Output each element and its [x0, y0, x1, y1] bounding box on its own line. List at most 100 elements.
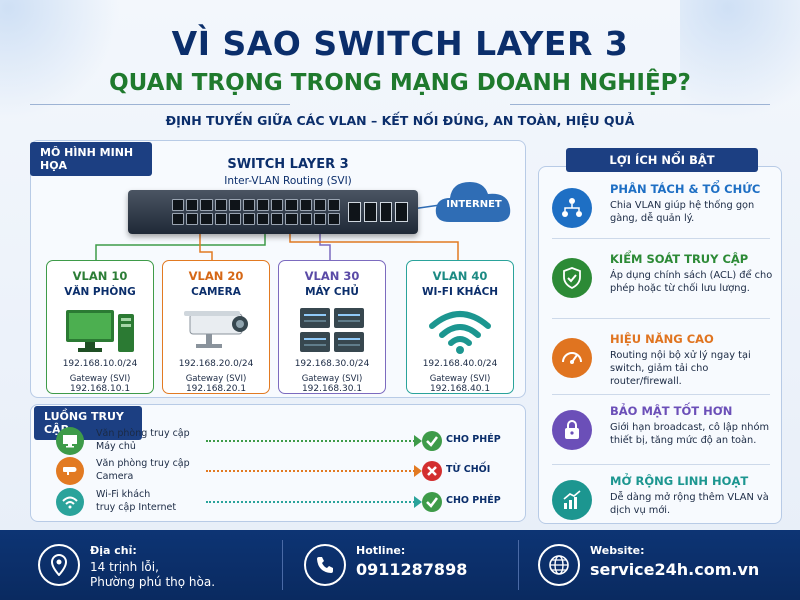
vlan-name: VLAN 10 [72, 269, 128, 283]
flow-line [206, 440, 418, 442]
vlan-role: WI-FI KHÁCH [421, 286, 499, 298]
divider [552, 394, 770, 395]
page-title-line2: QUAN TRỌNG TRONG MẠNG DOANH NGHIỆP? [109, 70, 691, 96]
website-value[interactable]: service24h.com.vn [590, 560, 760, 579]
cloud-icon [435, 182, 511, 222]
hotline-label: Hotline: [356, 544, 406, 557]
switch-subtitle: Inter-VLAN Routing (SVI) [224, 175, 352, 187]
arrow-icon [414, 465, 422, 477]
location-icon [38, 544, 80, 586]
arrow-icon [414, 496, 422, 508]
vlan-name: VLAN 40 [432, 269, 488, 283]
vlan-subnet: 192.168.20.0/24 [178, 359, 254, 369]
hotline-value[interactable]: 0911287898 [356, 560, 468, 579]
flow-line [206, 470, 418, 472]
vlan-subnet: 192.168.40.0/24 [422, 359, 498, 369]
footer [0, 530, 800, 600]
divider [282, 540, 283, 590]
address-value: 14 trịnh lỗi,Phường phú thọ hòa. [90, 560, 216, 589]
footer-address: Địa chỉ: 14 trịnh lỗi,Phường phú thọ hòa… [38, 530, 258, 600]
divider [510, 104, 770, 105]
benefit-desc: Routing nội bộ xử lý ngay tại switch, gi… [610, 350, 751, 387]
benefit-desc: Áp dụng chính sách (ACL) để cho phép hoặ… [610, 270, 773, 294]
phone-icon [304, 544, 346, 586]
benefit-title: KIỂM SOÁT TRUY CẬP [610, 252, 749, 266]
switch-ports [172, 199, 340, 225]
vlan-gateway-label: Gateway (SVI) [185, 374, 247, 384]
benefit-desc: Dễ dàng mở rộng thêm VLAN và dịch vụ mới… [610, 492, 769, 516]
network-icon [552, 188, 592, 228]
deny-icon [422, 461, 442, 481]
connector-vlan10 [95, 232, 266, 262]
page-title: VÌ SAO SWITCH LAYER 3 [171, 24, 629, 63]
benefit-title: PHÂN TÁCH & TỔ CHỨC [610, 182, 761, 196]
vlan-gateway-ip: 192.168.10.1 [69, 384, 131, 394]
switch-sfp-ports [348, 202, 408, 222]
vlan-gateway-label: Gateway (SVI) [429, 374, 491, 384]
vlan-role: CAMERA [191, 286, 241, 298]
flow-status: CHO PHÉP [446, 495, 501, 506]
vlan-subnet: 192.168.30.0/24 [294, 359, 370, 369]
vlan-role: MÁY CHỦ [305, 286, 359, 298]
vlan-gateway-ip: 192.168.30.1 [301, 384, 363, 394]
flow-status: TỪ CHỐI [446, 464, 491, 475]
vlan-name: VLAN 20 [188, 269, 244, 283]
benefit-security: BẢO MẬT TỐT HƠN Giới hạn broadcast, cô l… [552, 404, 774, 470]
benefit-desc: Giới hạn broadcast, cô lập nhóm thiết bị… [610, 422, 769, 446]
divider [518, 540, 519, 590]
benefit-title: HIỆU NĂNG CAO [610, 332, 714, 346]
footer-hotline: Hotline: 0911287898 [304, 530, 504, 600]
vlan-subnet: 192.168.10.0/24 [62, 359, 138, 369]
divider [30, 104, 290, 105]
lock-icon [552, 410, 592, 450]
benefit-desc: Chia VLAN giúp hệ thống gọn gàng, dễ quả… [610, 200, 755, 224]
switch-device [128, 190, 418, 234]
divider [552, 238, 770, 239]
vlan-card-office: VLAN 10 VĂN PHÒNG 192.168.10.0/24 Gatewa… [46, 260, 154, 394]
flow-line [206, 501, 418, 503]
gauge-icon [552, 338, 592, 378]
connector-vlan20 [199, 232, 213, 262]
internet-label: INTERNET [446, 199, 502, 210]
globe-icon [538, 544, 580, 586]
benefit-scalability: MỞ RỘNG LINH HOẠT Dễ dàng mở rộng thêm V… [552, 474, 774, 540]
wifi-icon [407, 302, 513, 358]
check-icon [422, 431, 442, 451]
vlan-name: VLAN 30 [304, 269, 360, 283]
vlan-gateway-ip: 192.168.40.1 [429, 384, 491, 394]
computer-icon [47, 302, 153, 358]
camera-icon [163, 302, 269, 358]
connector-vlan30 [319, 232, 331, 262]
computer-icon [56, 427, 84, 455]
footer-website: Website: service24h.com.vn [538, 530, 778, 600]
growth-chart-icon [552, 480, 592, 520]
shield-icon [552, 258, 592, 298]
switch-title: SWITCH LAYER 3 [227, 157, 349, 172]
benefit-title: BẢO MẬT TỐT HƠN [610, 404, 733, 418]
vlan-card-camera: VLAN 20 CAMERA 192.168.20.0/24 Gateway (… [162, 260, 270, 394]
vlan-card-server: VLAN 30 MÁY CHỦ 192.168.30.0/24 Gateway … [278, 260, 386, 394]
arrow-icon [414, 435, 422, 447]
check-icon [422, 492, 442, 512]
connector-vlan40 [289, 232, 459, 262]
benefit-separation: PHÂN TÁCH & TỔ CHỨC Chia VLAN giúp hệ th… [552, 182, 774, 248]
model-tag: MÔ HÌNH MINH HỌA [30, 142, 152, 176]
camera-icon [56, 457, 84, 485]
divider [552, 318, 770, 319]
benefit-access-control: KIỂM SOÁT TRUY CẬP Áp dụng chính sách (A… [552, 252, 774, 318]
flow-status: CHO PHÉP [446, 434, 501, 445]
vlan-gateway-ip: 192.168.20.1 [185, 384, 247, 394]
wifi-icon [56, 488, 84, 516]
address-label: Địa chỉ: [90, 544, 137, 557]
benefit-performance: HIỆU NĂNG CAO Routing nội bộ xử lý ngay … [552, 332, 774, 398]
server-icon [279, 302, 385, 358]
vlan-role: VĂN PHÒNG [64, 286, 136, 298]
subtitle: ĐỊNH TUYẾN GIỮA CÁC VLAN – KẾT NỐI ĐÚNG,… [165, 113, 635, 128]
